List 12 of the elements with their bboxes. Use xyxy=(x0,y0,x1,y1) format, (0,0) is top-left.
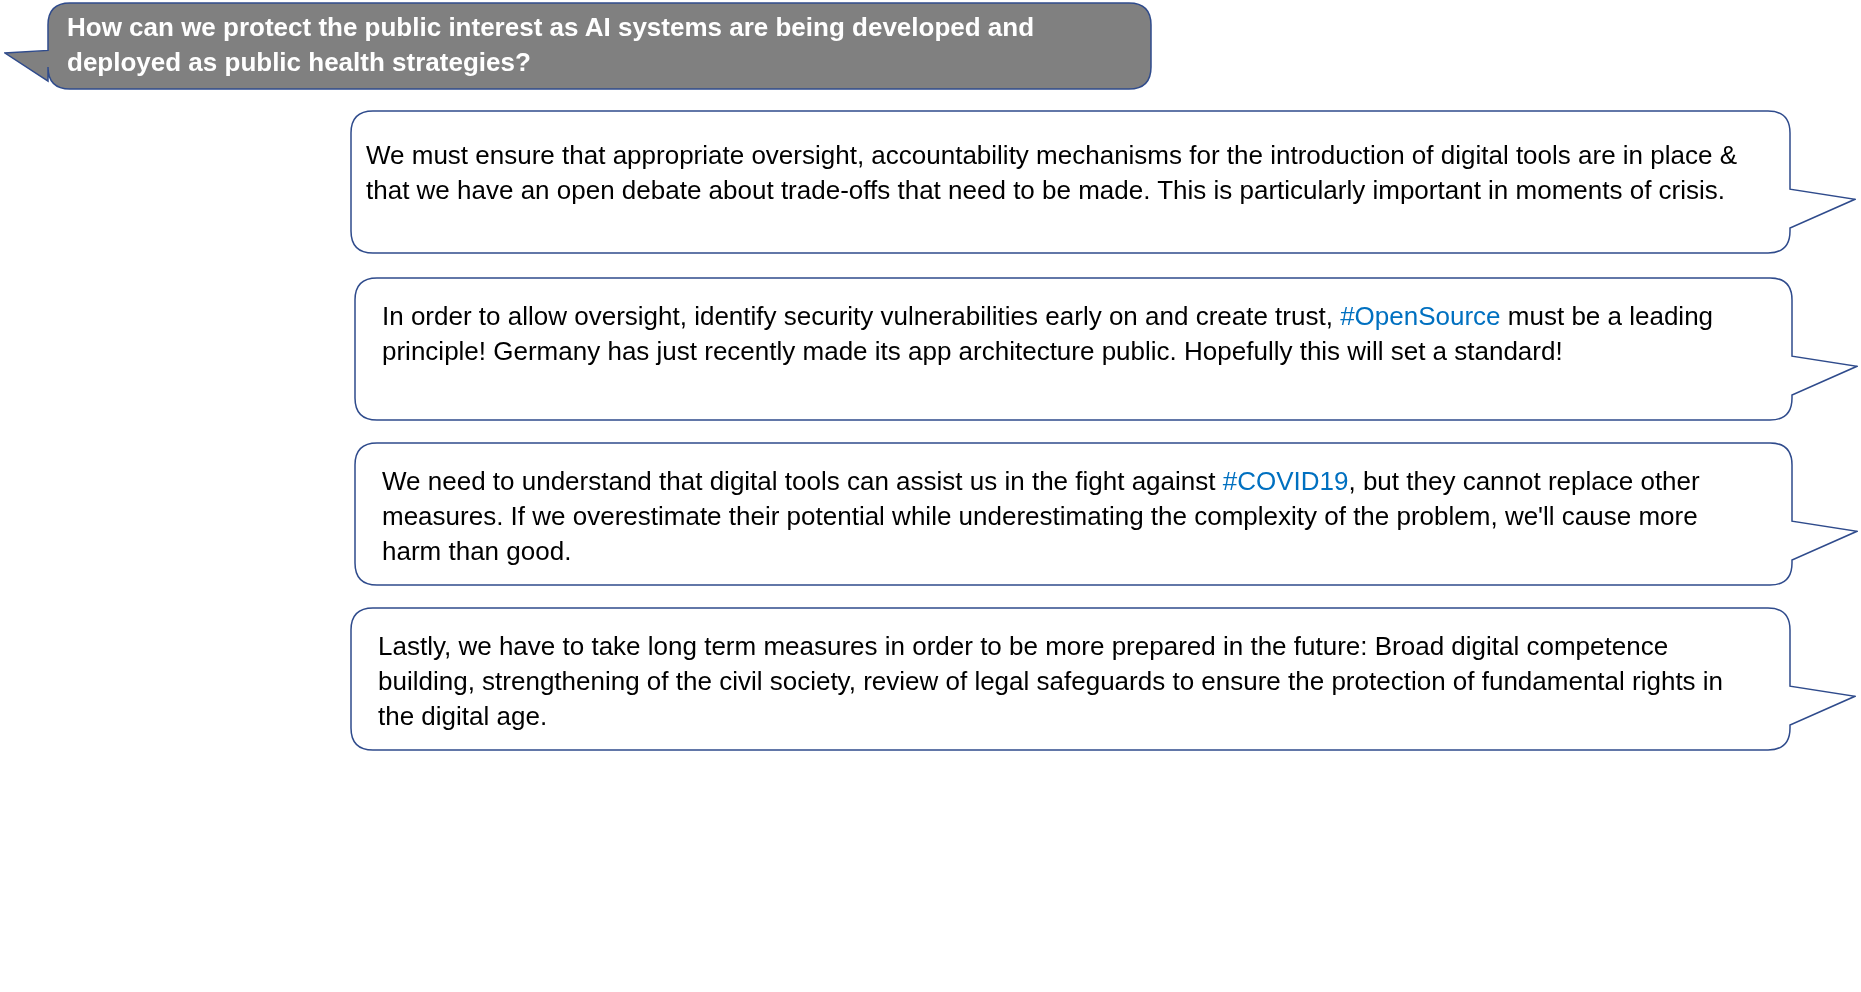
answer-speech-bubble xyxy=(350,607,1856,751)
hashtag-link: #OpenSource xyxy=(1340,301,1501,331)
hashtag-link: #COVID19 xyxy=(1222,466,1349,496)
answer-text: Lastly, we have to take long term measures in order to be more prepared in the future: Broad digital competence building, strengthening of the civil society, review of legal safeguards to ensure the protection of fundamental rights in the digital age. xyxy=(378,630,1725,733)
answer-speech-bubble xyxy=(354,277,1858,421)
answer-text: We must ensure that appropriate oversight, accountability mechanisms for the introduction of digital tools are in place & that we have an open debate about trade-offs that need to be made. This is particularly important in moments of crisis. xyxy=(366,139,1739,207)
question-speech-bubble xyxy=(4,2,1152,90)
answer-text: We need to understand that digital tools can assist us in the fight against #COVID19, but they cannot replace other measures. If we overestimate their potential while underestimating the complexity of the problem, we'll cause more harm than good. xyxy=(382,465,1701,568)
question-text: How can we protect the public interest as AI systems are being developed and deployed as public health strategies? xyxy=(67,11,1036,79)
answer-text: In order to allow oversight, identify security vulnerabilities early on and create trust, #OpenSource must be a leading principle! Germany has just recently made its app architecture public. Hopefully this will set a standard! xyxy=(382,300,1715,368)
answer-speech-bubble xyxy=(350,110,1856,254)
answer-speech-bubble xyxy=(354,442,1858,586)
